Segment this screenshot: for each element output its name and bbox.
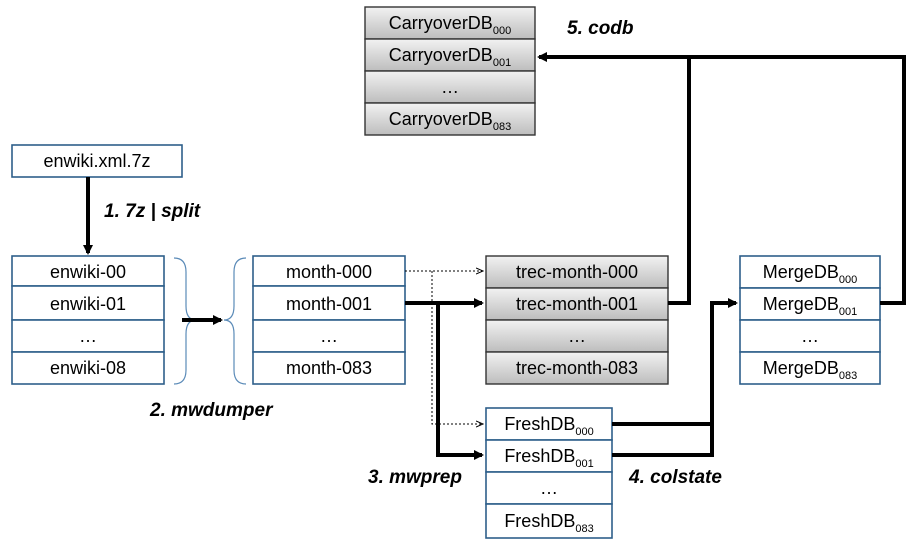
month-cell: month-000 [286,262,372,282]
carryover-row-3 [364,102,536,136]
fresh-cell: FreshDB083 [504,511,593,535]
step-split-label: 1. 7z | split [104,201,201,222]
month-row-2 [252,319,406,353]
step-codb-label: 5. codb [567,18,634,39]
merge-table: MergeDB000 MergeDB001 … MergeDB083 [739,255,881,385]
merge-cell: … [801,326,819,346]
arrow-codb [537,52,906,305]
merge-cell: MergeDB001 [763,294,857,318]
carryover-table: CarryoverDB000 CarryoverDB001 … Carryove… [364,6,536,136]
carryover-row-0 [364,6,536,40]
trec-cell: trec-month-001 [516,294,638,314]
carryover-cell: … [441,77,459,97]
trec-row-1 [485,287,669,321]
enwiki-cell: … [79,326,97,346]
merge-cell: MergeDB083 [763,358,857,382]
enwiki-row-2 [11,319,165,353]
carryover-cell: CarryoverDB000 [389,13,511,37]
carryover-row-1 [364,38,536,72]
fresh-table: FreshDB000 FreshDB001 … FreshDB083 [485,407,613,539]
step-colstate-label: 4. colstate [628,467,722,488]
arrow-mwprep [436,303,484,460]
trec-cell: trec-month-083 [516,358,638,378]
fresh-cell: … [540,478,558,498]
fresh-cell: FreshDB000 [504,414,593,438]
source-box: enwiki.xml.7z [11,144,183,178]
enwiki-cell: enwiki-00 [50,262,126,282]
trec-row-3 [485,351,669,385]
enwiki-table: enwiki-00 enwiki-01 … enwiki-08 [11,255,165,385]
trec-cell: trec-month-000 [516,262,638,282]
merge-cell: MergeDB000 [763,262,857,286]
trec-cell: … [568,326,586,346]
fresh-cell: FreshDB001 [504,446,593,470]
fresh-row-3 [485,503,613,539]
step-mwdumper-label: 2. mwdumper [149,400,274,421]
carryover-cell: CarryoverDB001 [389,45,511,69]
enwiki-row-0 [11,255,165,287]
enwiki-cell: enwiki-08 [50,358,126,378]
arrow-colstate [612,298,738,457]
enwiki-cell: enwiki-01 [50,294,126,314]
fresh-row-2 [485,471,613,505]
month-cell: month-001 [286,294,372,314]
step-mwprep-label: 3. mwprep [368,467,462,488]
fresh-row-0 [485,407,613,441]
enwiki-row-3 [11,351,165,385]
source-label: enwiki.xml.7z [43,151,150,171]
arrow-trec-to-codb [668,57,691,305]
fresh-row-1 [485,439,613,473]
carryover-cell: CarryoverDB083 [389,109,511,133]
month-cell: … [320,326,338,346]
brace-left [223,257,247,385]
trec-row-2 [485,319,669,353]
merge-row-1 [739,287,881,321]
trec-table: trec-month-000 trec-month-001 … trec-mon… [485,255,669,385]
trec-row-0 [485,255,669,289]
dotted-arrow-month000-fresh [431,271,483,424]
merge-row-3 [739,351,881,385]
month-row-3 [252,351,406,385]
merge-row-2 [739,319,881,353]
month-table: month-000 month-001 … month-083 [252,255,406,385]
month-cell: month-083 [286,358,372,378]
